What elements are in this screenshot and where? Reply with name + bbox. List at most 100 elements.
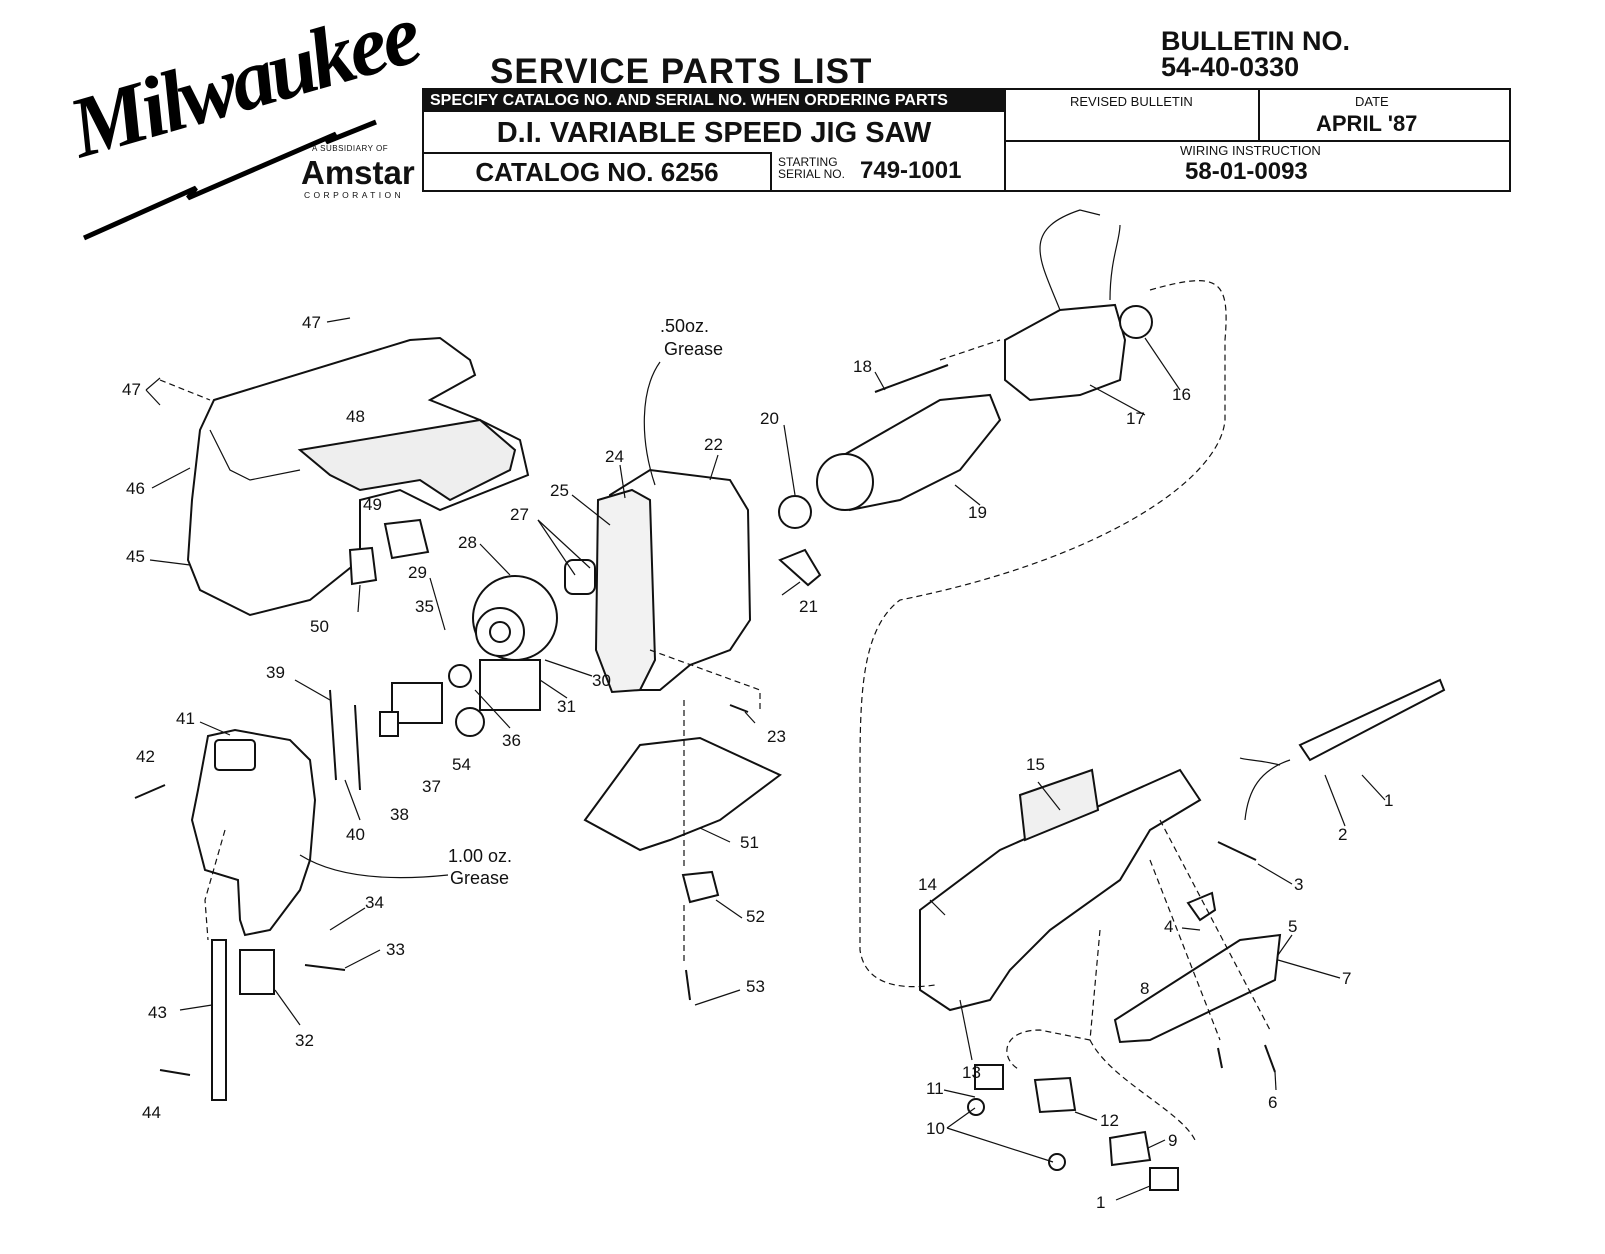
callout-label: 25	[550, 481, 569, 500]
lock-button-part	[348, 546, 378, 586]
cap-screw-part	[1217, 1047, 1223, 1069]
callout-label: 42	[136, 747, 155, 766]
cap-screw-part	[1264, 1044, 1276, 1073]
housing-top-part	[214, 739, 256, 771]
callout-label: 51	[740, 833, 759, 852]
callout-leaders	[145, 317, 1386, 1201]
callout-label: 19	[968, 503, 987, 522]
housing-screw-part	[1217, 841, 1257, 861]
wiring-instruction-label: WIRING INSTRUCTION	[1180, 143, 1321, 158]
rear-bearing-part	[1119, 305, 1153, 339]
wiring-cell	[1004, 140, 1511, 192]
callout-label: 30	[592, 671, 611, 690]
callout-label: 53	[746, 977, 765, 996]
brush-holder-part	[1108, 1130, 1152, 1167]
callout-label: 52	[746, 907, 765, 926]
callout-label: 23	[767, 727, 786, 746]
callout-numbers: 47 47 48 46 49 45 50 29 35 28 27 25 24 2…	[122, 313, 1393, 1212]
roller-part	[448, 664, 472, 688]
lightning-bolt-icon	[82, 119, 377, 241]
field-part	[1004, 303, 1127, 402]
callout-label: 40	[346, 825, 365, 844]
housing-screw-part	[134, 784, 166, 799]
callout-label: 13	[962, 1063, 981, 1082]
label-part	[1018, 768, 1100, 842]
callout-label: 33	[386, 940, 405, 959]
callout-label: 18	[853, 357, 872, 376]
bearing-part	[564, 559, 596, 595]
callout-label: 4	[1164, 917, 1173, 936]
switch-lever-part	[1186, 891, 1217, 922]
callout-label: 31	[557, 697, 576, 716]
callout-label: 24	[605, 447, 624, 466]
guide-rod-part	[354, 704, 361, 791]
callout-label: 47	[122, 380, 141, 399]
wiring-instruction-number: 58-01-0093	[1185, 158, 1308, 185]
through-bolt-part	[874, 364, 949, 393]
catalog-number: CATALOG NO. 6256	[475, 157, 719, 187]
spring-clip-part	[379, 711, 399, 737]
callout-label: 8	[1140, 979, 1149, 998]
callout-label: 9	[1168, 1131, 1177, 1150]
bulletin-label: BULLETIN NO.	[1161, 26, 1350, 56]
callout-label: 11	[926, 1079, 944, 1098]
callout-label: 27	[510, 505, 529, 524]
gear-bore-part	[489, 621, 511, 643]
grease-bottom-label: Grease	[450, 868, 509, 888]
callout-label: 49	[363, 495, 382, 514]
date-value: APRIL '87	[1316, 111, 1418, 136]
callout-label: 37	[422, 777, 441, 796]
callout-label: 48	[346, 407, 365, 426]
end-cap-part	[1113, 933, 1282, 1044]
callout-label: 54	[452, 755, 471, 774]
plunger-part	[211, 939, 227, 1101]
brush-spring-part	[967, 1098, 985, 1116]
callout-label: 5	[1288, 917, 1297, 936]
callout-label: 1	[1096, 1193, 1105, 1212]
callout-label: 22	[704, 435, 723, 454]
subsidiary-text: A SUBSIDIARY OF	[312, 144, 389, 153]
model-name: D.I. VARIABLE SPEED JIG SAW	[496, 117, 932, 149]
callout-label: 45	[126, 547, 145, 566]
revised-bulletin-label: REVISED BULLETIN	[1070, 94, 1193, 109]
callout-label: 29	[408, 563, 427, 582]
clamp-screw-part	[304, 964, 346, 971]
callout-label: 39	[266, 663, 285, 682]
brush-part	[974, 1064, 1004, 1090]
lever-part	[778, 548, 822, 587]
callout-label: 7	[1342, 969, 1351, 988]
callout-label: 15	[1026, 755, 1045, 774]
callout-label: 21	[799, 597, 818, 616]
brush-part	[1149, 1167, 1179, 1191]
blade-clamp-part	[239, 949, 275, 995]
parent-company-name: Amstar	[301, 154, 415, 191]
blade-screw-part	[159, 1069, 191, 1076]
corporation-text: CORPORATION	[304, 190, 405, 200]
callout-label: 3	[1294, 875, 1303, 894]
guide-bracket-part	[391, 682, 443, 724]
handle-grip-part	[297, 418, 517, 502]
switch-part	[383, 518, 430, 560]
motor-housing-part	[919, 768, 1202, 1012]
counterweight-part	[479, 659, 541, 711]
gear-housing-part	[190, 728, 317, 937]
callout-label: 47	[302, 313, 321, 332]
callout-label: 46	[126, 479, 145, 498]
brush-holder-part	[1033, 1076, 1077, 1114]
callout-label: 32	[295, 1031, 314, 1050]
callout-label: 10	[926, 1119, 945, 1138]
guide-rod-part	[329, 689, 337, 781]
callout-label: 34	[365, 893, 384, 912]
milwaukee-logo: Milwaukee A SUBSIDIARY OF Amstar CORPORA…	[59, 0, 427, 248]
grease-bottom-amount: 1.00 oz.	[448, 846, 512, 866]
grease-top-label: Grease	[664, 339, 723, 359]
callout-label: 17	[1126, 409, 1145, 428]
callout-label: 36	[502, 731, 521, 750]
front-bearing-part	[778, 495, 812, 529]
shoe-insert-part	[681, 870, 720, 904]
starting-serial-number: 749-1001	[860, 157, 962, 184]
callout-label: 38	[390, 805, 409, 824]
callout-label: 20	[760, 409, 779, 428]
callout-label: 43	[148, 1003, 167, 1022]
